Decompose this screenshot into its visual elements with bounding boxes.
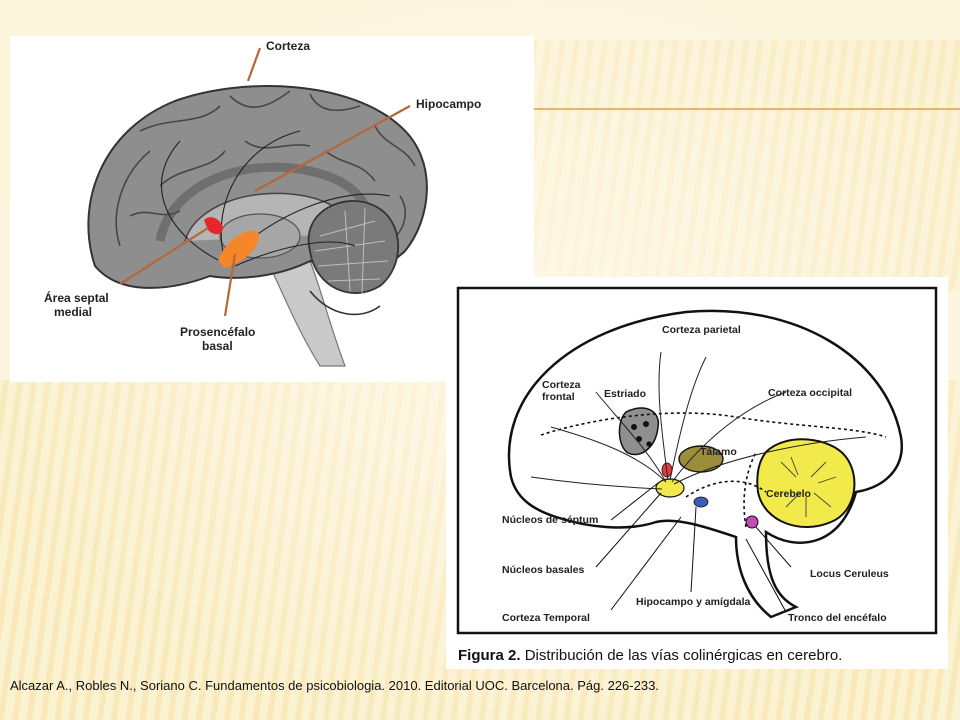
label-corteza-frontal-2: frontal [542, 391, 575, 403]
label-talamo: Tálamo [700, 446, 737, 458]
sagittal-brain-figure: Corteza Hipocampo Área septal medial Pro… [10, 36, 534, 382]
label-corteza-temporal: Corteza Temporal [502, 612, 590, 624]
citation-text: Alcazar A., Robles N., Soriano C. Fundam… [10, 678, 659, 693]
label-corteza: Corteza [266, 39, 311, 53]
label-hipocampo: Hipocampo [416, 97, 482, 111]
label-area-septal-medial: medial [54, 305, 93, 319]
label-hipocampo-amigdala: Hipocampo y amígdala [636, 596, 751, 608]
label-nucleos-basales: Núcleos basales [502, 564, 585, 576]
label-cerebelo: Cerebelo [766, 488, 811, 500]
label-tronco-encefalo: Tronco del encéfalo [788, 612, 887, 624]
cholinergic-diagram [456, 286, 938, 635]
label-locus-ceruleus: Locus Ceruleus [810, 568, 889, 580]
label-nucleos-septum: Núcleos de séptum [502, 514, 599, 526]
label-prosencefalo: Prosencéfalo [180, 325, 256, 339]
figure-title: Distribución de las vías colinérgicas en… [524, 647, 843, 664]
label-prosencefalo-basal: basal [202, 339, 233, 353]
cholinergic-pathways-figure: Corteza parietal Corteza frontal Estriad… [446, 277, 948, 669]
label-corteza-frontal-1: Corteza [542, 379, 581, 391]
label-corteza-occipital: Corteza occipital [768, 387, 853, 399]
figure-number: Figura 2. [458, 647, 521, 664]
brain-illustration [87, 47, 428, 367]
label-estriado: Estriado [604, 388, 647, 400]
label-area-septal: Área septal [44, 291, 109, 305]
label-corteza-parietal: Corteza parietal [662, 324, 741, 336]
figure-caption: Figura 2. Distribución de las vías colin… [458, 647, 842, 664]
